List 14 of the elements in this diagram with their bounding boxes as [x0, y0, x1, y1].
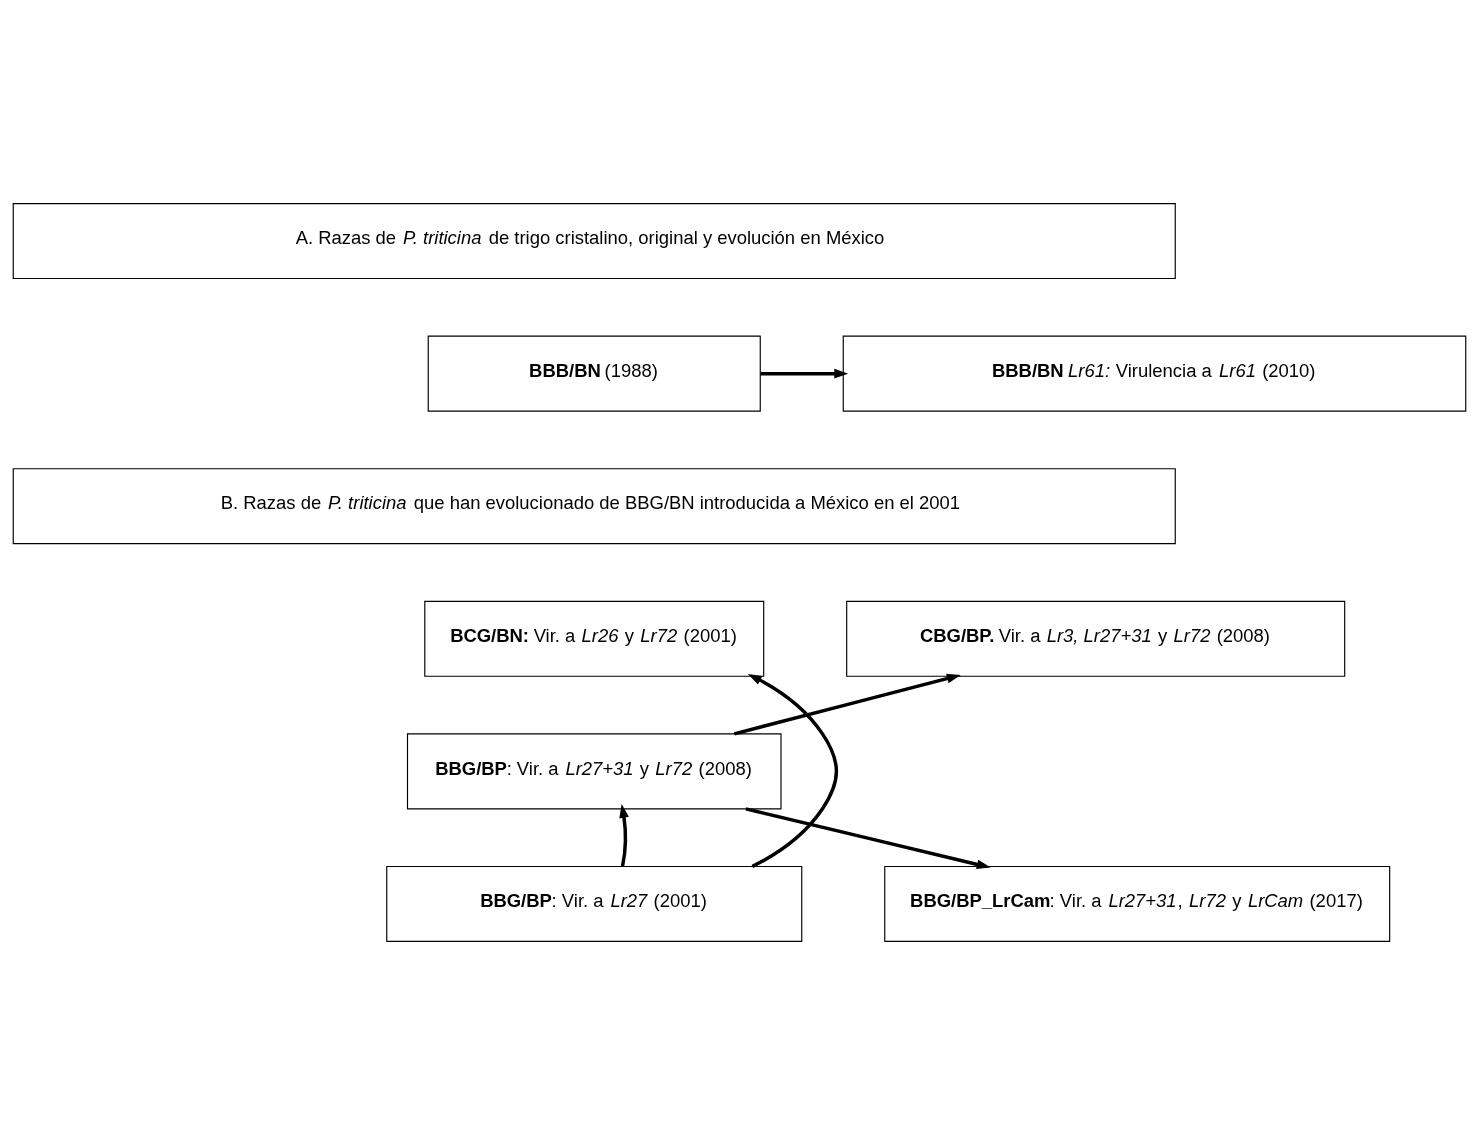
node-box: B. Razas de P. triticina que han evolucionado de BBG/BN introducida a México en el 2001	[12, 467, 1176, 544]
node-box: BBG/BP: Vir. a Lr27+31 y Lr72 (2008)	[406, 732, 782, 809]
node-box: BBG/BP: Vir. a Lr27 (2001)	[386, 865, 803, 942]
arrow	[760, 368, 849, 378]
arrow	[619, 803, 629, 867]
arrow	[733, 673, 961, 735]
node-box: BBB/BN (1988)	[427, 335, 761, 412]
node-box: BBG/BP_LrCam: Vir. a Lr27+31, Lr72 y LrCam (2017)	[884, 865, 1391, 942]
node-box: A. Razas de P. triticina de trigo cristalino, original y evolución en México	[12, 202, 1176, 279]
arrow	[745, 806, 991, 869]
node-box: BBB/BN Lr61: Virulencia a Lr61 (2010)	[842, 335, 1467, 412]
node-box: BCG/BN: Vir. a Lr26 y Lr72 (2001)	[424, 600, 765, 677]
node-box: CBG/BP. Vir. a Lr3, Lr27+31 y Lr72 (2008)	[846, 600, 1346, 677]
arrow	[747, 673, 839, 868]
